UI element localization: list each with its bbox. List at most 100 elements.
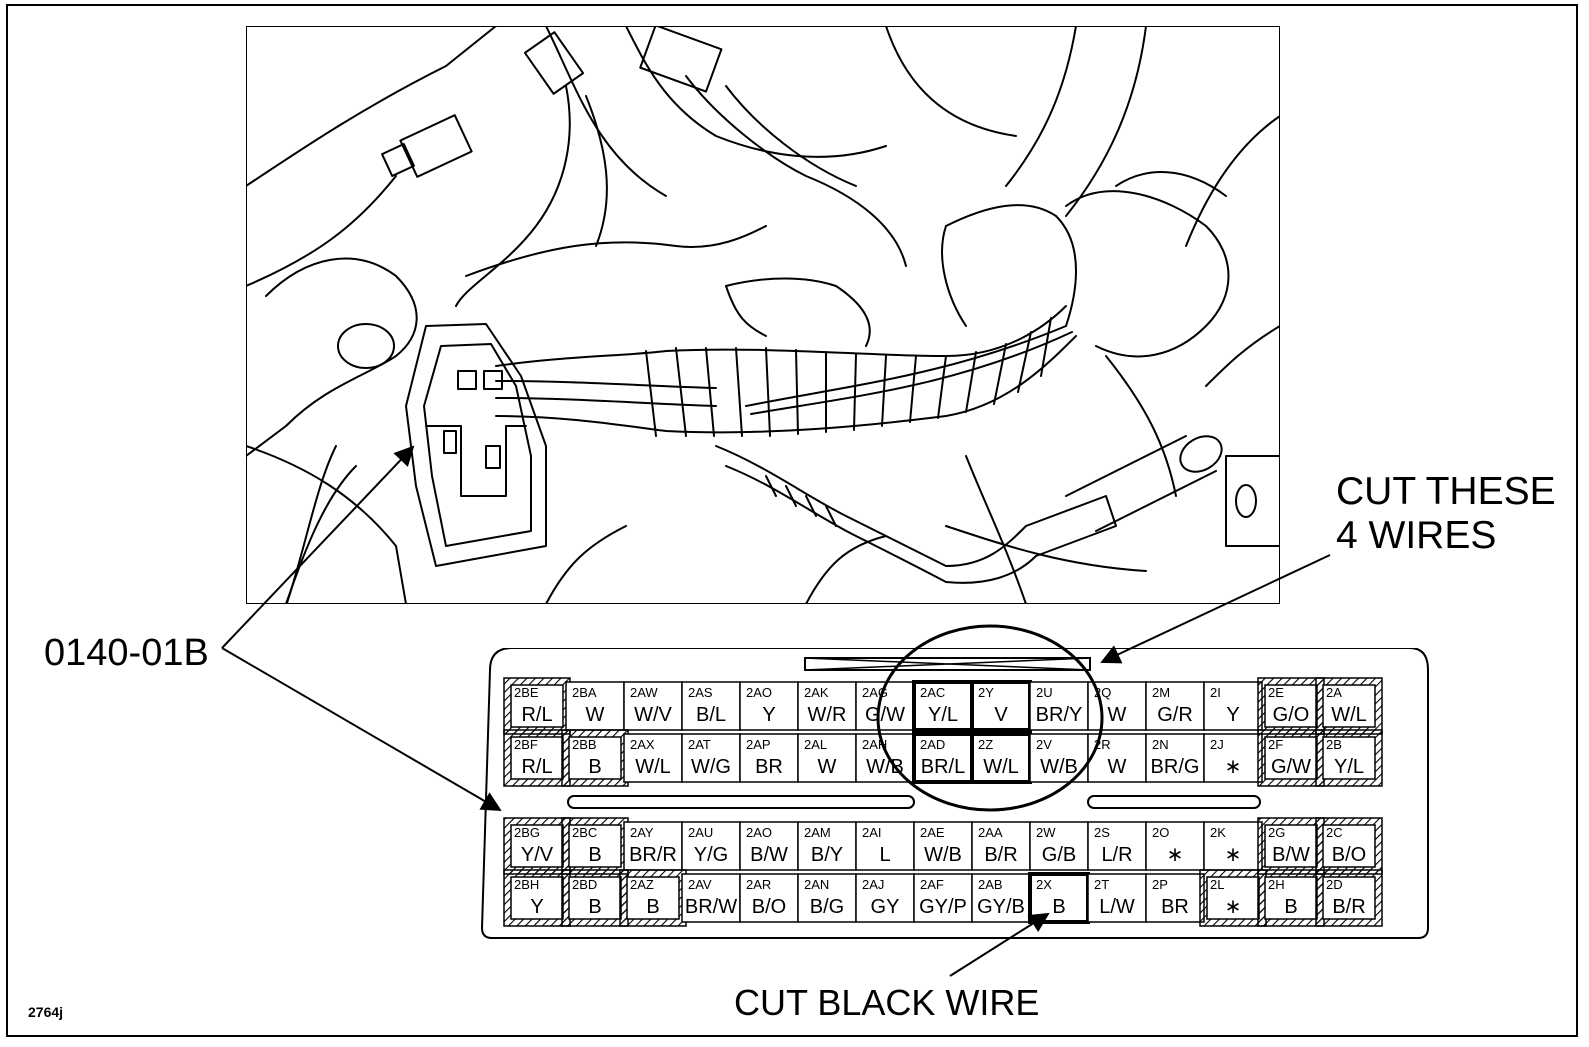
pin-cell: 2AR B/O xyxy=(739,873,799,923)
pin-code: 2O xyxy=(1152,825,1169,840)
pin-code: 2U xyxy=(1036,685,1053,700)
pin-cell: 2O∗ xyxy=(1145,821,1205,871)
pin-code: 2AR xyxy=(746,877,771,892)
wire-color: BR/L xyxy=(921,756,965,778)
pin-code: 2AS xyxy=(688,685,713,700)
wire-color: L xyxy=(879,844,890,866)
pin-code: 2AT xyxy=(688,737,711,752)
pin-cell: 2L∗ xyxy=(1199,869,1267,927)
wire-color: W/R xyxy=(808,704,847,726)
pin-code: 2Y xyxy=(978,685,994,700)
part-number-label: 0140-01B xyxy=(44,632,209,674)
wire-color: BR/G xyxy=(1151,756,1200,778)
pin-code: 2BG xyxy=(514,825,540,840)
pin-code: 2AV xyxy=(688,877,712,892)
wire-color: L/R xyxy=(1101,844,1132,866)
wire-color: G/W xyxy=(1271,756,1311,778)
leader-to-pinout xyxy=(221,647,502,812)
pin-cell: 2AT W/G xyxy=(681,733,741,783)
wire-color: R/L xyxy=(521,756,552,778)
wire-color: BR/Y xyxy=(1036,704,1083,726)
wire-color: Y/L xyxy=(1334,756,1364,778)
wire-color: GY/P xyxy=(919,896,967,918)
pin-code: 2C xyxy=(1326,825,1343,840)
pin-code: 2I xyxy=(1210,685,1221,700)
wire-color: W xyxy=(1108,756,1127,778)
wire-color: W/B xyxy=(1040,756,1078,778)
pin-code: 2AB xyxy=(978,877,1003,892)
wire-color: B xyxy=(1284,896,1297,918)
pin-code: 2AZ xyxy=(630,877,654,892)
pin-code: 2AW xyxy=(630,685,658,700)
wire-color: Y/G xyxy=(694,844,728,866)
wire-color: ∗ xyxy=(1225,896,1242,918)
wire-color: G/B xyxy=(1042,844,1076,866)
pin-code: 2BF xyxy=(514,737,538,752)
pin-cell: 2TL/W xyxy=(1087,873,1147,923)
wire-color: Y xyxy=(530,896,543,918)
pin-cell: 2S L/R xyxy=(1087,821,1147,871)
leader-to-harness-connector xyxy=(221,445,415,649)
leader-cut-black-wire xyxy=(949,912,1050,977)
wire-color: W xyxy=(818,756,837,778)
pin-cell: 2B Y/L xyxy=(1315,729,1383,787)
wire-color: B/R xyxy=(984,844,1017,866)
pin-code: 2AX xyxy=(630,737,655,752)
pin-code: 2K xyxy=(1210,825,1226,840)
cut-black-wire-label: CUT BLACK WIRE xyxy=(734,982,1040,1023)
pin-cell: 2MG/R xyxy=(1145,681,1205,731)
connector-housing xyxy=(480,648,1429,939)
pin-cell: 2GB/W xyxy=(1257,817,1325,875)
wire-color: B/O xyxy=(752,896,786,918)
harness-illustration xyxy=(246,26,1280,604)
pin-code: 2BB xyxy=(572,737,597,752)
pin-code: 2AK xyxy=(804,685,829,700)
pin-code: 2AN xyxy=(804,877,829,892)
pin-cell: 2K∗ xyxy=(1203,821,1263,871)
pin-cell: 2C B/O xyxy=(1315,817,1383,875)
pin-code: 2AM xyxy=(804,825,831,840)
wire-color: L/W xyxy=(1099,896,1135,918)
highlight-circle xyxy=(876,624,1104,812)
pin-code: 2AE xyxy=(920,825,945,840)
pin-code: 2P xyxy=(1152,877,1168,892)
pin-code: 2B xyxy=(1326,737,1342,752)
wire-color: Y xyxy=(762,704,775,726)
pin-code: 2G xyxy=(1268,825,1285,840)
pin-cell: 2ZW/L xyxy=(970,732,1032,784)
pin-code: 2AJ xyxy=(862,877,884,892)
cut-these-line1: CUT THESE xyxy=(1336,470,1556,513)
pin-code: 2AD xyxy=(920,737,945,752)
pin-code: 2S xyxy=(1094,825,1110,840)
pin-cell: 2AU Y/G xyxy=(681,821,741,871)
wire-color: V xyxy=(994,704,1008,726)
pin-cell: 2HB xyxy=(1257,869,1325,927)
pin-code: 2W xyxy=(1036,825,1056,840)
wire-color: GY xyxy=(871,896,900,918)
wire-color: B xyxy=(588,896,601,918)
pin-cell: 2AW/L xyxy=(1315,677,1383,735)
wire-color: B/O xyxy=(1332,844,1366,866)
pin-code: 2X xyxy=(1036,877,1052,892)
pin-code: 2BA xyxy=(572,685,597,700)
pin-code: 2AU xyxy=(688,825,713,840)
cut-these-line2: 4 WIRES xyxy=(1336,514,1497,557)
pin-cell: 2FG/W xyxy=(1257,729,1325,787)
pin-code: 2BC xyxy=(572,825,597,840)
pin-code: 2Z xyxy=(978,737,993,752)
wire-color: GY/B xyxy=(977,896,1025,918)
pin-code: 2AL xyxy=(804,737,827,752)
wire-color: W/G xyxy=(691,756,731,778)
pin-code: 2A xyxy=(1326,685,1342,700)
wire-color: W/L xyxy=(635,756,671,778)
wire-color: ∗ xyxy=(1225,756,1242,778)
figure-id: 2764j xyxy=(28,1004,64,1020)
